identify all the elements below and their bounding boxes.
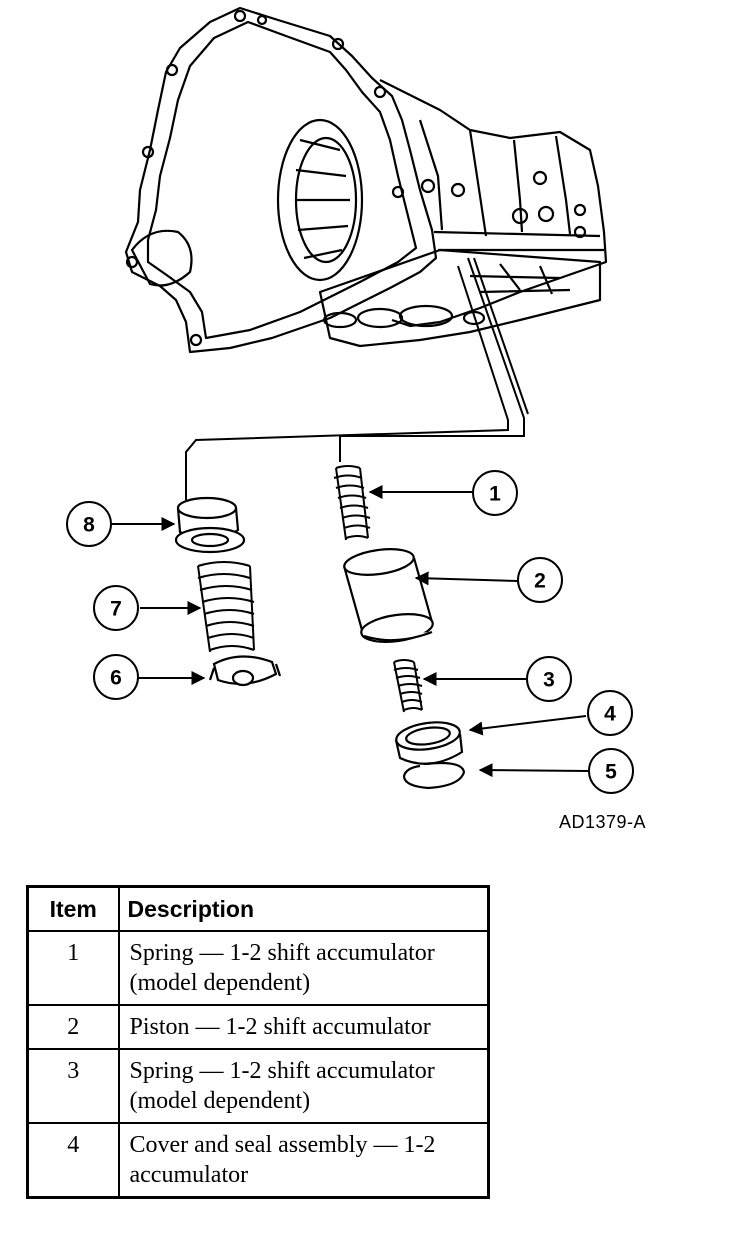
callout-2-circle: [517, 557, 563, 603]
callout-6-circle: [93, 654, 139, 700]
arrow-4: [468, 715, 587, 736]
part-4-cover-seal: [394, 721, 464, 765]
callout-8-label: 8: [83, 514, 95, 537]
part-2-piston: [342, 548, 434, 643]
part-6-retainer: [208, 655, 282, 687]
table-row: 4 Cover and seal assembly — 1-2 accumula…: [26, 1122, 490, 1199]
callout-1-circle: [472, 470, 518, 516]
callout-3-label: 3: [543, 669, 555, 692]
exploded-parts-diagram: 1 2 3 4 5 6 7 8: [66, 6, 634, 794]
callout-5-label: 5: [605, 761, 617, 784]
part-7-spring: [197, 561, 255, 653]
item-description: Cover and seal assembly — 1-2 accumulato…: [117, 1122, 490, 1199]
callout-7-circle: [93, 585, 139, 631]
callout-7-label: 7: [110, 598, 122, 621]
arrow-2: [414, 571, 519, 586]
callout-8-circle: [66, 501, 112, 547]
arrow-5: [478, 763, 589, 778]
callout-4-circle: [587, 690, 633, 736]
part-1-spring: [333, 465, 371, 541]
assembly-leader-lines: [185, 257, 529, 500]
callout-circles: [66, 470, 634, 794]
callout-5-circle: [588, 748, 634, 794]
callout-arrows: [112, 485, 589, 778]
table-row: 2 Piston — 1-2 shift accumulator: [26, 1004, 490, 1050]
callout-2-label: 2: [534, 570, 546, 593]
callout-6-label: 6: [110, 667, 122, 690]
item-number: 4: [26, 1122, 120, 1199]
item-number: 3: [26, 1048, 120, 1124]
item-number: 2: [26, 1004, 120, 1050]
figure-code: AD1379-A: [559, 812, 647, 832]
part-8-cover: [174, 496, 246, 554]
part-3-spring: [393, 659, 423, 713]
item-description: Piston — 1-2 shift accumulator: [117, 1004, 490, 1050]
description-column-header: Description: [117, 885, 490, 932]
item-column-header: Item: [26, 885, 120, 932]
parts-table: Item Description 1 Spring — 1-2 shift ac…: [26, 885, 490, 1199]
part-5-snap-ring: [402, 761, 466, 790]
callout-numbers: 1 2 3 4 5 6 7 8: [83, 483, 617, 784]
item-description: Spring — 1-2 shift accumulator (model de…: [117, 930, 490, 1006]
callout-4-label: 4: [604, 703, 616, 726]
callout-3-circle: [526, 656, 572, 702]
table-row: 3 Spring — 1-2 shift accumulator (model …: [26, 1048, 490, 1124]
item-number: 1: [26, 930, 120, 1006]
item-description: Spring — 1-2 shift accumulator (model de…: [117, 1048, 490, 1124]
table-header-row: Item Description: [26, 885, 490, 932]
transmission-case-illustration: [124, 6, 608, 354]
callout-1-label: 1: [489, 483, 501, 506]
table-row: 1 Spring — 1-2 shift accumulator (model …: [26, 930, 490, 1006]
